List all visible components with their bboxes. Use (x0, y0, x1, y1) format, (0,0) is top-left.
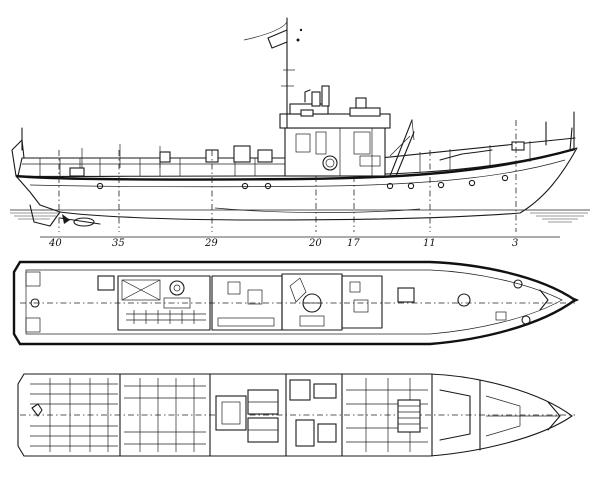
frame-lines (58, 120, 517, 232)
engines (215, 379, 337, 447)
stairway (397, 399, 421, 433)
frame-label-29: 29 (204, 238, 218, 249)
hull-outline (15, 147, 578, 221)
frame-label-17: 17 (347, 238, 360, 249)
wheelhouse (279, 103, 391, 177)
hold-plan-view (17, 373, 575, 457)
deck-fittings (69, 121, 547, 177)
profile-view: 40 35 29 20 17 11 3 (10, 17, 590, 249)
frame-label-35: 35 (112, 238, 125, 249)
waterline-hatching (10, 212, 588, 223)
sheer-line (15, 147, 576, 181)
aft-compartment-grid (30, 378, 118, 452)
bow-post (569, 111, 575, 151)
frame-label-11: 11 (423, 238, 436, 249)
davit-crane (389, 119, 415, 177)
bulkheads (119, 373, 481, 457)
frame-station-labels: 40 35 29 20 17 11 3 (48, 238, 518, 249)
bow-stem-deck (567, 295, 579, 305)
mast (243, 17, 303, 129)
frame-label-40: 40 (48, 238, 62, 249)
frame-label-20: 20 (308, 238, 322, 249)
hold-outline (17, 373, 573, 457)
propeller-rudder (29, 204, 101, 227)
frame-label-3: 3 (512, 238, 518, 249)
vents (300, 85, 367, 117)
engine-room-grid (124, 378, 206, 452)
portholes (96, 174, 509, 190)
deck-hatches (97, 273, 549, 331)
stern (11, 139, 25, 177)
deck-plan-view (12, 260, 579, 346)
